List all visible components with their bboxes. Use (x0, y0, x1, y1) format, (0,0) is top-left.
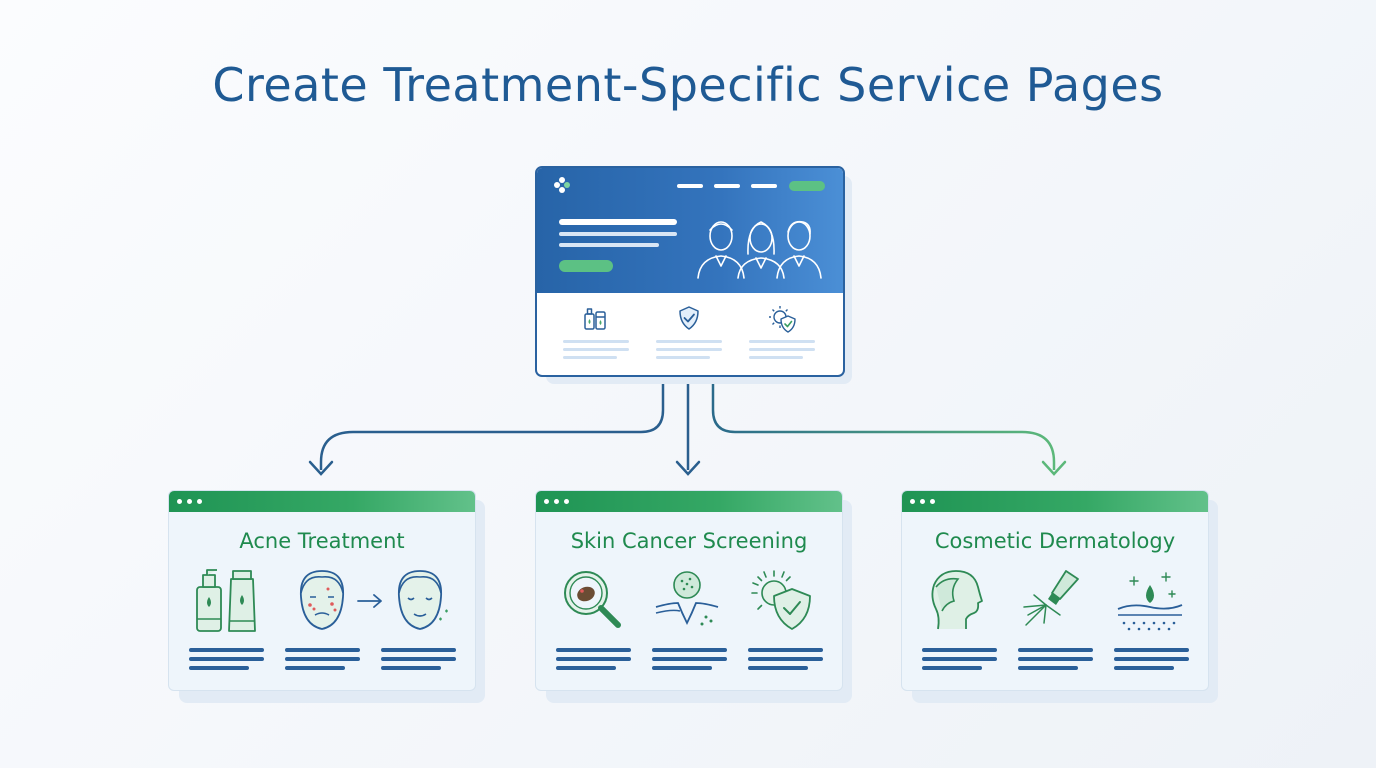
card-text-line (1114, 666, 1174, 670)
feature-text-line (563, 348, 629, 351)
window-dot (544, 499, 549, 504)
nav-link[interactable] (677, 184, 703, 188)
hero-cta-button[interactable] (559, 260, 613, 272)
window-dot (920, 499, 925, 504)
skincare-bottles-icon (196, 569, 256, 632)
card-text-line (556, 648, 631, 652)
shield-check-icon (679, 306, 699, 330)
nav-link[interactable] (751, 184, 777, 188)
card-text-line (189, 648, 264, 652)
card-text-line (556, 657, 631, 661)
card-text-line (1018, 648, 1093, 652)
card-text-line (1018, 657, 1093, 661)
feature-text-line (749, 348, 815, 351)
sun-protection-shield-icon (751, 570, 811, 630)
brand-logo-icon (554, 177, 570, 193)
card-text-line (285, 648, 360, 652)
skin-cell-icon (655, 571, 719, 626)
window-dot (554, 499, 559, 504)
connector-left (319, 375, 665, 470)
hero-headline-line (559, 219, 677, 225)
head-profile-icon (931, 570, 983, 630)
card-text-line (652, 648, 727, 652)
card-browser-bar (902, 491, 1208, 512)
sun-shield-icon (769, 306, 796, 333)
card-text-line (285, 666, 345, 670)
card-text-line (922, 666, 982, 670)
window-dot (564, 499, 569, 504)
arrowhead-left (308, 460, 334, 476)
card-text-line (748, 657, 823, 661)
card-title: Acne Treatment (239, 529, 405, 553)
nav-link[interactable] (714, 184, 740, 188)
hero-text-line (559, 243, 659, 247)
card-text-line (381, 657, 456, 661)
main-service-page-window (535, 166, 845, 377)
card-browser-bar (169, 491, 475, 512)
acne-face-icon (299, 570, 345, 630)
nav-cta-button[interactable] (789, 181, 825, 191)
clear-face-icon (397, 570, 448, 630)
arrow-right-icon (357, 594, 382, 608)
card-text-line (922, 648, 997, 652)
feature-text-line (656, 340, 722, 343)
card-text-line (285, 657, 360, 661)
laser-pen-icon (1023, 570, 1079, 626)
arrowhead-right (1041, 460, 1067, 476)
feature-text-line (749, 356, 803, 359)
card-title: Cosmetic Dermatology (934, 529, 1176, 553)
feature-text-line (563, 356, 617, 359)
window-dot (930, 499, 935, 504)
feature-text-line (656, 356, 710, 359)
window-dot (910, 499, 915, 504)
card-text-line (922, 657, 997, 661)
card-text-line (189, 657, 264, 661)
card-text-line (652, 657, 727, 661)
card-text-line (1018, 666, 1078, 670)
card-text-line (381, 666, 441, 670)
skincare-products-icon (584, 308, 606, 330)
card-text-line (189, 666, 249, 670)
magnifier-mole-icon (564, 571, 621, 628)
hero-text-line (559, 232, 677, 236)
card-text-line (1114, 648, 1189, 652)
window-dot (177, 499, 182, 504)
card-text-line (381, 648, 456, 652)
card-text-line (556, 666, 616, 670)
card-text-line (652, 666, 712, 670)
service-card-cosmetic[interactable]: Cosmetic Dermatology (901, 490, 1209, 691)
skin-layer-drop-icon (1117, 572, 1183, 631)
doctors-team-icon (697, 220, 822, 279)
service-card-acne[interactable]: Acne Treatment (168, 490, 476, 691)
feature-text-line (749, 340, 815, 343)
page-title: Create Treatment-Specific Service Pages (212, 58, 1164, 112)
card-title: Skin Cancer Screening (570, 529, 808, 553)
feature-text-line (656, 348, 722, 351)
service-card-skin-cancer[interactable]: Skin Cancer Screening (535, 490, 843, 691)
window-dot (187, 499, 192, 504)
card-text-line (748, 666, 808, 670)
card-text-line (1114, 657, 1189, 661)
arrowhead-center (675, 460, 701, 476)
window-dot (197, 499, 202, 504)
feature-text-line (563, 340, 629, 343)
card-text-line (748, 648, 823, 652)
card-browser-bar (536, 491, 842, 512)
connector-right (711, 375, 1056, 470)
